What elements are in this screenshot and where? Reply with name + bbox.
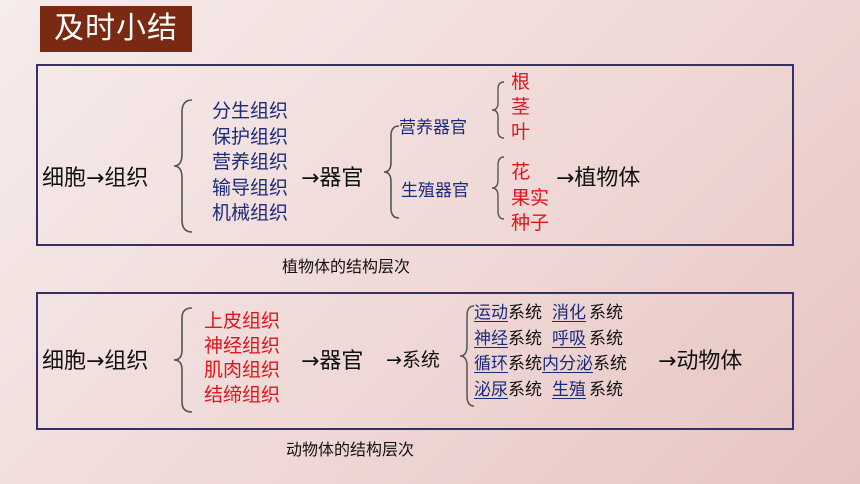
system-name-left: 循环: [474, 354, 508, 374]
plant-vegetative-brace: [491, 81, 505, 139]
plant-tissue-brace: [173, 99, 193, 233]
system-word: 系统: [589, 303, 623, 323]
animal-start-text: 细胞→组织: [42, 349, 149, 374]
system-name-right: 消化: [552, 303, 586, 323]
plant-organ-item: 果实: [511, 187, 550, 209]
system-name-right: 内分泌: [542, 354, 593, 374]
system-word: 系统: [508, 303, 542, 323]
system-word: 系统: [589, 379, 623, 400]
animal-system-brace: [459, 305, 475, 407]
plant-organ-item: 种子: [511, 212, 550, 234]
plant-end-text: →植物体: [556, 166, 641, 191]
plant-tissue-item: 保护组织: [212, 125, 289, 148]
animal-tissue-item: 神经组织: [204, 334, 281, 357]
animal-tissue-brace: [173, 307, 193, 413]
animal-end-text: →动物体: [658, 349, 743, 374]
plant-structure-panel: [36, 64, 794, 246]
plant-reproductive-organ: 生殖器官: [401, 181, 469, 201]
animal-system-row: 泌尿系统生殖系统: [474, 378, 627, 404]
animal-system-row: 神经系统呼吸系统: [474, 327, 627, 353]
plant-start-text: 细胞→组织: [42, 166, 149, 191]
plant-organ-item: 根: [511, 71, 531, 93]
plant-vegetative-list: 根 茎 叶: [511, 70, 530, 145]
animal-system-text: →系统: [386, 349, 440, 371]
system-name-right: 呼吸: [552, 328, 586, 349]
plant-organ-item: 茎: [511, 96, 531, 118]
system-name-left: 泌尿: [474, 379, 508, 400]
plant-vegetative-organ: 营养器官: [399, 118, 467, 138]
animal-structure-panel: [36, 292, 794, 430]
plant-organ-item: 叶: [511, 121, 531, 143]
animal-caption: 动物体的结构层次: [286, 440, 415, 459]
plant-tissue-item: 输导组织: [212, 176, 289, 199]
plant-tissue-item: 营养组织: [212, 151, 289, 173]
animal-system-row: 循环系统内分泌系统: [474, 352, 627, 378]
system-word: 系统: [508, 328, 542, 349]
animal-tissue-item: 结缔组织: [204, 383, 281, 406]
animal-tissue-list: 上皮组织 神经组织 肌肉组织 结缔组织: [204, 309, 280, 407]
animal-system-row: 运动系统消化系统: [474, 301, 627, 327]
animal-organ-text: →器官: [301, 349, 364, 374]
animal-system-list: 运动系统消化系统 神经系统呼吸系统 循环系统内分泌系统 泌尿系统生殖系统: [474, 301, 627, 403]
plant-tissue-item: 机械组织: [212, 202, 289, 224]
system-word: 系统: [508, 354, 542, 374]
animal-tissue-item: 肌肉组织: [204, 359, 281, 381]
system-word: 系统: [593, 354, 627, 374]
plant-tissue-item: 分生组织: [212, 100, 289, 122]
plant-organ-brace: [383, 125, 400, 219]
animal-tissue-item: 上皮组织: [204, 310, 281, 332]
system-word: 系统: [508, 379, 542, 400]
plant-caption: 植物体的结构层次: [282, 257, 411, 276]
system-name-left: 神经: [474, 328, 508, 349]
system-word: 系统: [589, 328, 623, 349]
plant-reproductive-brace: [491, 156, 505, 220]
plant-organ-text: →器官: [301, 166, 364, 191]
system-name-right: 生殖: [552, 379, 586, 400]
plant-tissue-list: 分生组织 保护组织 营养组织 输导组织 机械组织: [212, 99, 288, 227]
section-title: 及时小结: [40, 6, 192, 52]
system-name-left: 运动: [474, 303, 508, 323]
plant-organ-item: 花: [511, 161, 531, 183]
